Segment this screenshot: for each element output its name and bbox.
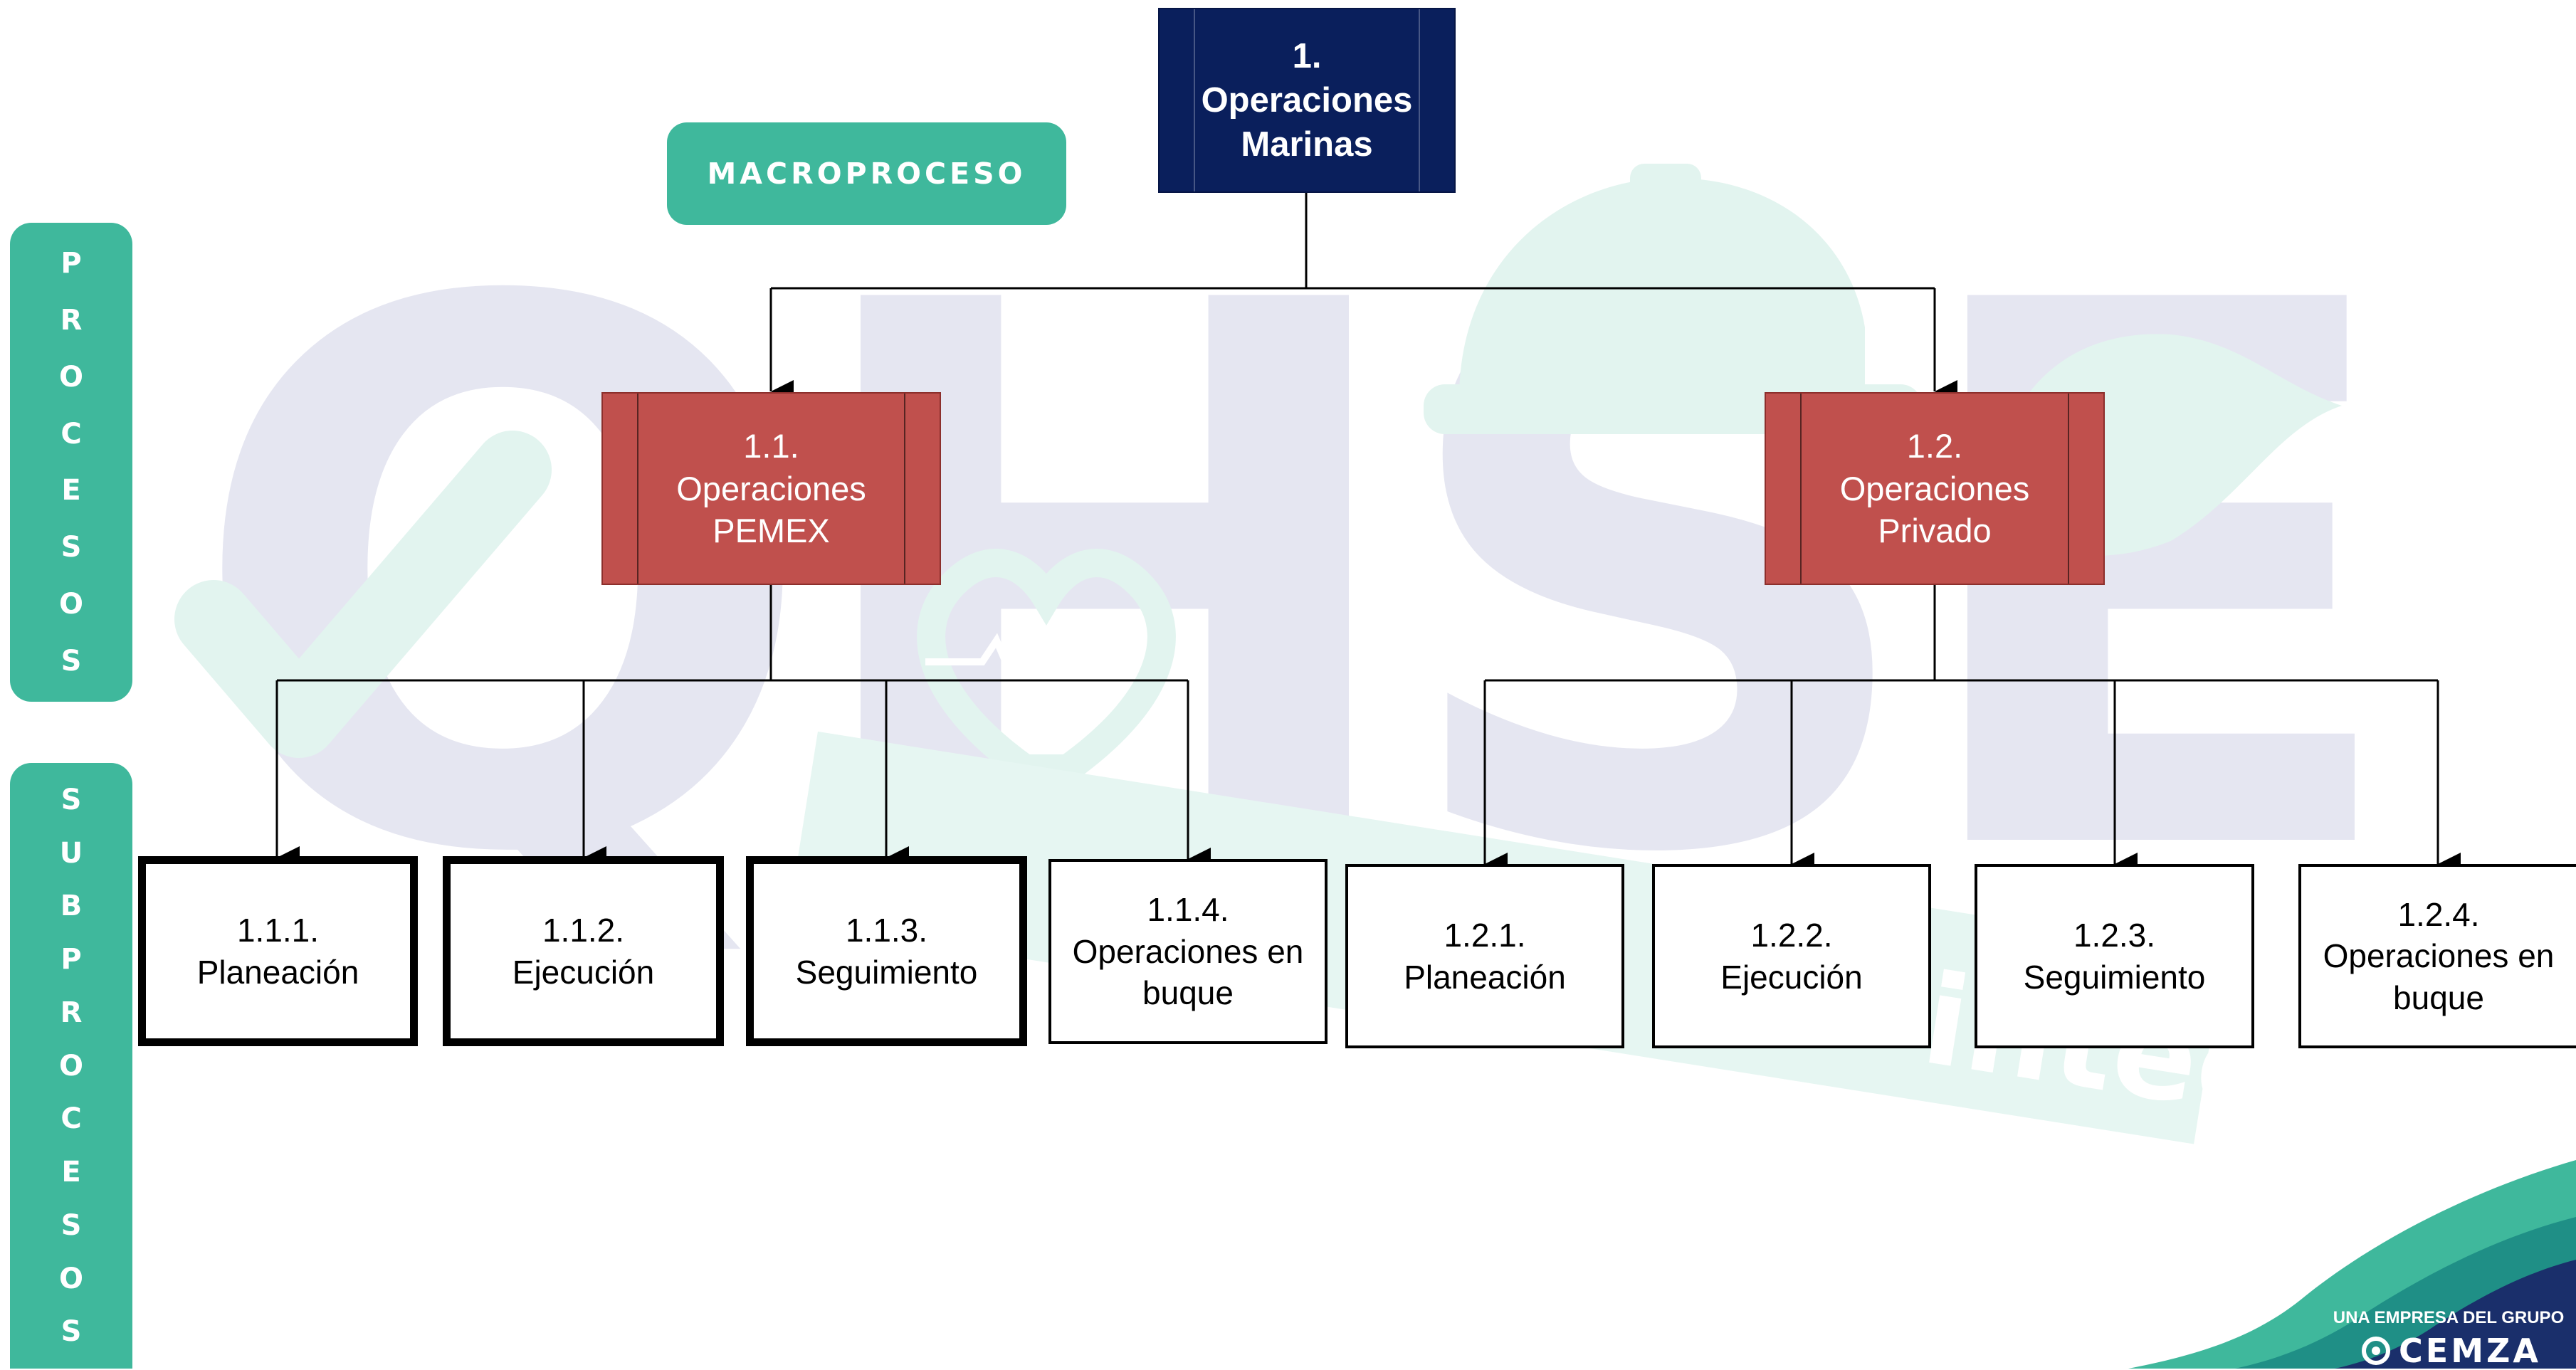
root-node-title: Operaciones: [1201, 80, 1413, 120]
subprocesos-label: S U B P R O C E S O S: [10, 763, 132, 1369]
root-node-title: Marinas: [1241, 125, 1373, 164]
subprocess-node-number: 1.2.3.: [2073, 917, 2156, 954]
procesos-letter: S: [61, 531, 82, 564]
process-node-1-1: 1.1. Operaciones PEMEX: [601, 392, 941, 585]
procesos-letter: O: [58, 588, 83, 621]
subprocesos-letter: P: [61, 943, 82, 976]
node-divider: [1800, 394, 1802, 584]
procesos-label: P R O C E S O S: [10, 223, 132, 702]
subprocess-node-title: Operaciones en: [2323, 937, 2555, 975]
root-node-number: 1.: [1292, 36, 1322, 75]
subprocess-node-1-2-2: 1.2.2. Ejecución: [1652, 864, 1931, 1048]
check-icon: [174, 431, 552, 758]
procesos-letter: C: [61, 417, 82, 450]
cemza-logo-icon: [2362, 1336, 2391, 1365]
node-divider: [637, 394, 638, 584]
subprocesos-letter: S: [61, 783, 82, 816]
footer-tagline: UNA EMPRESA DEL GRUPO: [2333, 1308, 2565, 1327]
procesos-letter: S: [61, 645, 82, 678]
footer-swoosh: [2128, 1160, 2576, 1369]
subprocess-node-title: Seguimiento: [795, 953, 978, 991]
process-node-title: Operaciones: [676, 469, 866, 507]
macroproceso-text: MACROPROCESO: [707, 157, 1026, 191]
subprocess-node-title: buque: [2393, 979, 2484, 1016]
subprocess-node-title: Seguimiento: [2023, 958, 2206, 996]
node-divider: [2068, 394, 2069, 584]
subprocesos-letter: B: [60, 890, 83, 923]
subprocess-node-title: Planeación: [196, 953, 359, 991]
process-node-title: PEMEX: [713, 512, 830, 550]
subprocesos-letter: S: [61, 1208, 82, 1242]
subprocesos-letter: O: [58, 1049, 83, 1082]
procesos-letter: E: [61, 474, 81, 507]
subprocesos-letter: O: [58, 1262, 83, 1295]
subprocess-node-number: 1.1.3.: [845, 912, 928, 949]
subprocess-node-title: buque: [1142, 974, 1234, 1012]
process-node-1-2: 1.2. Operaciones Privado: [1765, 392, 2105, 585]
subprocesos-letter: S: [61, 1315, 82, 1349]
heart-icon: [917, 549, 1176, 783]
subprocess-node-number: 1.2.4.: [2397, 895, 2480, 933]
node-divider: [1194, 9, 1195, 191]
subprocess-node-title: Ejecución: [1720, 958, 1863, 996]
node-divider: [1419, 9, 1420, 191]
subprocess-node-number: 1.1.2.: [542, 912, 625, 949]
root-node: 1. Operaciones Marinas: [1158, 8, 1456, 193]
subprocess-node-1-2-1: 1.2.1. Planeación: [1345, 864, 1624, 1048]
subprocesos-letter: C: [61, 1102, 82, 1136]
footer-brand-name: CEMZA: [2399, 1331, 2541, 1370]
subprocess-node-1-2-3: 1.2.3. Seguimiento: [1975, 864, 2254, 1048]
subprocess-node-1-1-3: 1.1.3. Seguimiento: [746, 856, 1027, 1046]
process-node-number: 1.1.: [743, 426, 799, 465]
subprocess-node-number: 1.2.2.: [1750, 917, 1833, 954]
subprocess-node-1-2-4: 1.2.4. Operaciones en buque: [2298, 864, 2576, 1048]
subprocesos-letter: E: [61, 1156, 81, 1189]
procesos-letter: O: [58, 360, 83, 394]
procesos-letter: R: [60, 303, 83, 337]
subprocess-node-number: 1.1.1.: [236, 912, 320, 949]
node-divider: [904, 394, 905, 584]
subprocesos-letter: U: [59, 836, 83, 870]
subprocess-node-title: Ejecución: [512, 953, 655, 991]
subprocess-node-number: 1.2.1.: [1444, 917, 1526, 954]
footer-brand: CEMZA: [2333, 1331, 2568, 1370]
subprocess-node-1-1-1: 1.1.1. Planeación: [138, 856, 418, 1046]
process-node-number: 1.2.: [1906, 426, 1963, 465]
subprocess-node-1-1-4: 1.1.4. Operaciones en buque: [1048, 859, 1328, 1044]
procesos-letter: P: [61, 246, 82, 280]
subprocess-node-number: 1.1.4.: [1147, 891, 1229, 929]
subprocess-node-1-1-2: 1.1.2. Ejecución: [443, 856, 724, 1046]
process-node-title: Privado: [1878, 512, 1992, 550]
subprocess-node-title: Operaciones en: [1072, 932, 1304, 970]
process-node-title: Operaciones: [1839, 469, 2030, 507]
subprocesos-letter: R: [60, 996, 83, 1029]
macroproceso-label: MACROPROCESO: [667, 122, 1066, 225]
subprocess-node-title: Planeación: [1404, 958, 1566, 996]
